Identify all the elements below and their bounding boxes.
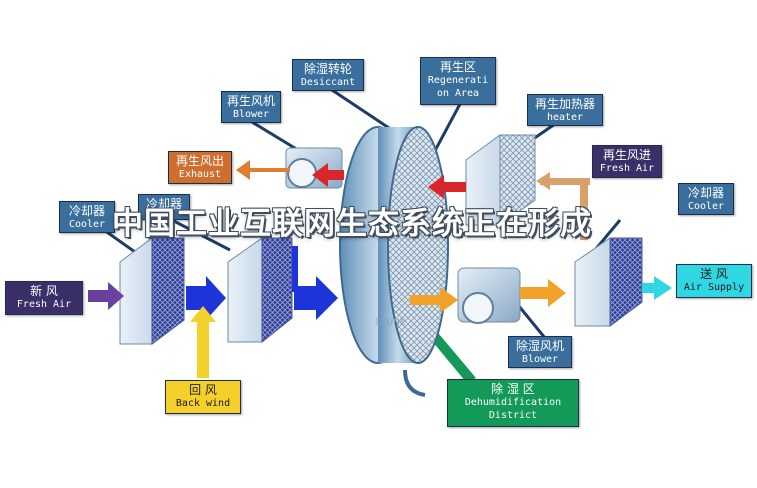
label-regen-exhaust-en: Exhaust bbox=[178, 169, 222, 180]
arrow-blue-1 bbox=[186, 276, 226, 320]
label-regen-area-zh: 再生区 bbox=[439, 60, 476, 74]
label-fresh-air: 新 风 Fresh Air bbox=[5, 281, 83, 315]
label-cooler-left: 冷却器 Cooler bbox=[59, 201, 115, 233]
cooler-mid-mesh bbox=[261, 237, 293, 344]
label-regen-exhaust-zh: 再生风出 bbox=[175, 154, 224, 168]
arrow-red-2 bbox=[312, 163, 344, 187]
arrow-regen-in-bar bbox=[540, 178, 590, 185]
arrow-back-wind bbox=[190, 306, 216, 378]
label-desiccant: 除湿转轮 Desiccant bbox=[292, 59, 364, 91]
headline-overlay: 中国工业互联网生态系统正在形成 bbox=[112, 206, 592, 242]
label-dehum-blower-zh: 除湿风机 bbox=[515, 339, 564, 353]
arrow-blue-riser bbox=[292, 246, 298, 292]
label-regen-fresh-air-zh: 再生风进 bbox=[602, 148, 651, 162]
label-fresh-air-en: Fresh Air bbox=[16, 299, 72, 310]
arrow-regen-in-head bbox=[536, 172, 550, 190]
label-cooler-left-zh: 冷却器 bbox=[68, 204, 105, 218]
label-dehum-district-zh: 除 湿 区 bbox=[491, 382, 535, 396]
arrow-blue-2 bbox=[294, 276, 338, 320]
label-regen-heater-en: heater bbox=[546, 112, 584, 123]
label-regen-blower: 再生风机 Blower bbox=[221, 91, 281, 123]
label-regen-exhaust: 再生风出 Exhaust bbox=[168, 151, 232, 184]
label-regen-fresh-air: 再生风进 Fresh Air bbox=[592, 145, 662, 178]
label-back-wind-en: Back wind bbox=[175, 398, 231, 409]
regen-heater-mesh bbox=[499, 134, 536, 226]
label-back-wind: 回 风 Back wind bbox=[165, 380, 241, 414]
cooler-right-mesh bbox=[609, 237, 643, 327]
arrow-fresh-air bbox=[88, 282, 124, 310]
label-fresh-air-zh: 新 风 bbox=[30, 284, 58, 298]
arrow-exhaust bbox=[236, 160, 290, 180]
arrow-regen-riser bbox=[580, 180, 588, 240]
label-desiccant-zh: 除湿转轮 bbox=[303, 62, 352, 76]
watermark-text: XTUNE bbox=[375, 318, 406, 328]
label-back-wind-zh: 回 风 bbox=[189, 383, 217, 397]
label-cooler-right-zh: 冷却器 bbox=[687, 186, 724, 200]
label-desiccant-en: Desiccant bbox=[300, 77, 356, 88]
label-air-supply: 送 风 Air Supply bbox=[676, 264, 752, 298]
arrow-orange-2 bbox=[520, 279, 566, 307]
label-dehum-blower-en: Blower bbox=[521, 354, 559, 365]
wheel-drive bbox=[403, 369, 426, 397]
arrow-air-supply bbox=[642, 276, 672, 300]
arrow-red-1 bbox=[428, 175, 466, 199]
label-regen-area-en: Regenerati bbox=[427, 75, 489, 86]
label-dehum-district: 除 湿 区 Dehumidification District bbox=[447, 379, 579, 427]
label-cooler-mid: 冷却器 bbox=[138, 194, 190, 220]
label-cooler-mid-zh: 冷却器 bbox=[145, 197, 182, 211]
label-cooler-right: 冷却器 Cooler bbox=[678, 183, 734, 215]
regen-blower-fan bbox=[287, 158, 317, 188]
label-air-supply-zh: 送 风 bbox=[700, 267, 728, 281]
label-regen-fresh-air-en: Fresh Air bbox=[599, 163, 655, 174]
dehum-blower-fan bbox=[462, 292, 494, 324]
label-regen-blower-zh: 再生风机 bbox=[226, 94, 275, 108]
arrow-orange-1 bbox=[410, 287, 458, 313]
airflow-arrows bbox=[88, 160, 672, 378]
label-regen-heater: 再生加热器 heater bbox=[527, 94, 603, 126]
label-regen-area-en2: on Area bbox=[436, 88, 480, 99]
label-air-supply-en: Air Supply bbox=[683, 282, 745, 293]
label-dehum-district-en: Dehumidification bbox=[464, 397, 562, 408]
label-dehum-blower: 除湿风机 Blower bbox=[508, 336, 572, 368]
label-regen-area: 再生区 Regenerati on Area bbox=[420, 57, 496, 105]
label-cooler-left-en: Cooler bbox=[68, 219, 106, 230]
leader-lines bbox=[103, 86, 622, 339]
label-regen-blower-en: Blower bbox=[232, 109, 270, 120]
label-regen-heater-zh: 再生加热器 bbox=[534, 97, 595, 111]
cooler-left-mesh bbox=[151, 237, 185, 345]
label-dehum-district-en2: District bbox=[488, 410, 538, 421]
label-cooler-right-en: Cooler bbox=[687, 201, 725, 212]
